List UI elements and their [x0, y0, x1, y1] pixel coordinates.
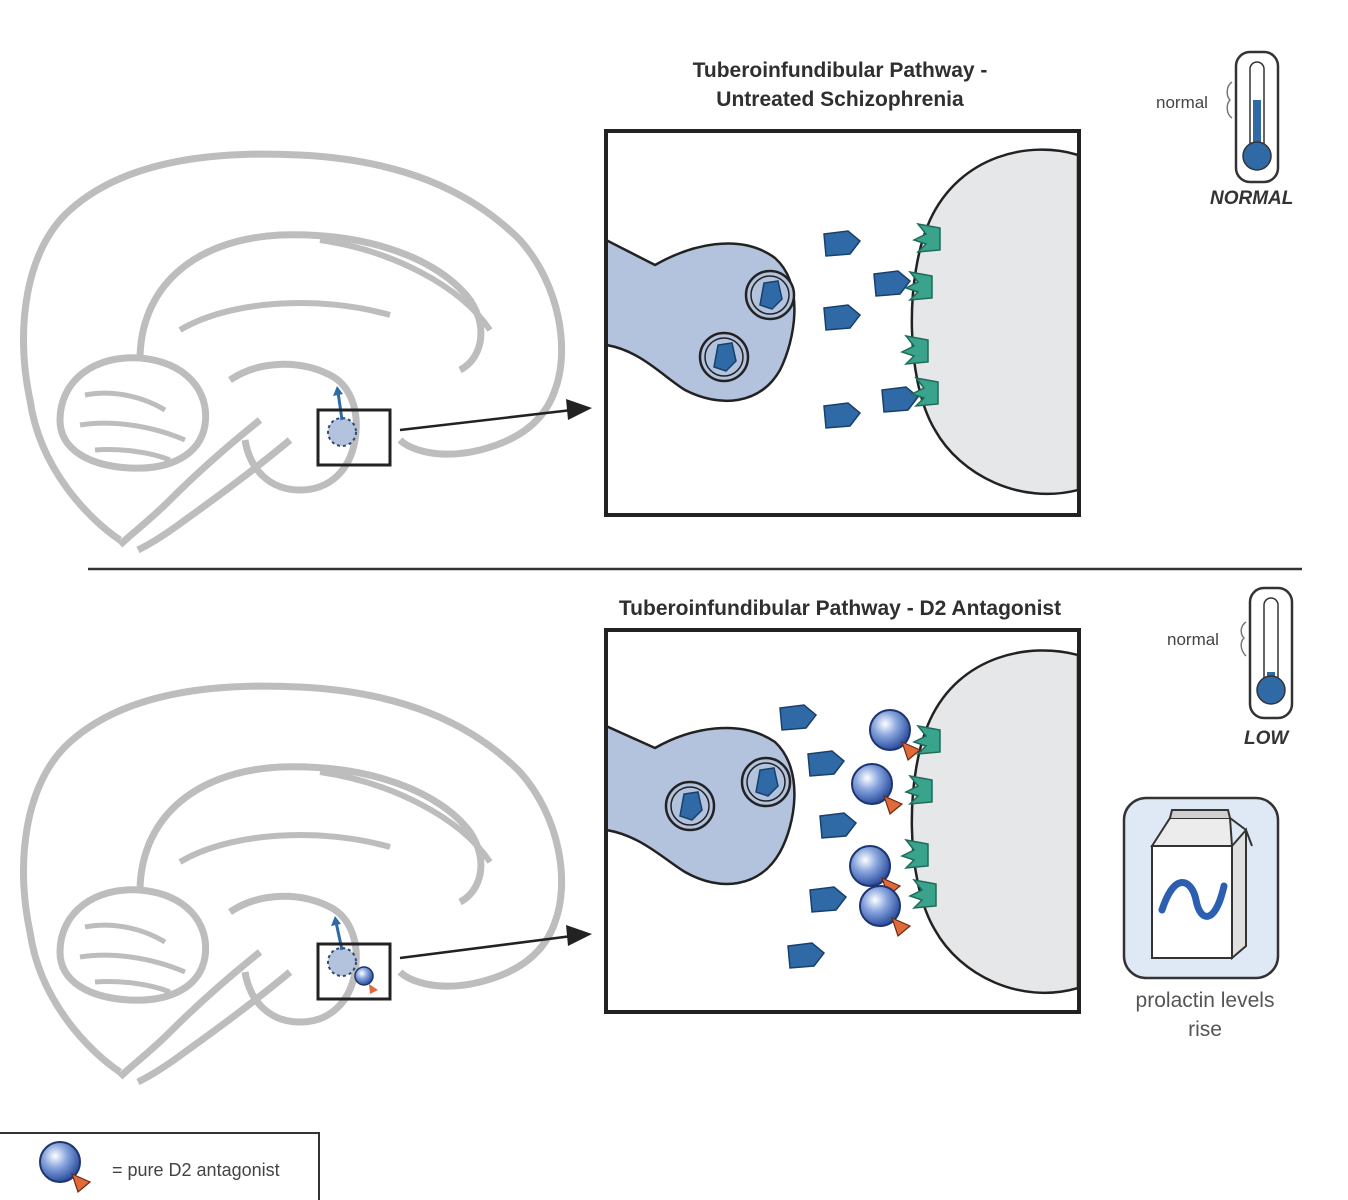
zoom-arrow-top [399, 399, 592, 432]
milk-carton-icon [1122, 796, 1280, 980]
synapse-panel-bottom [604, 628, 1081, 1014]
prolactin-status-bottom: LOW [1244, 728, 1289, 749]
pituitary-inset-box-top [316, 386, 392, 467]
synapse-panel-top [604, 129, 1081, 517]
legend-label: = pure D2 antagonist [112, 1160, 280, 1180]
panel-title-untreated: Tuberoinfundibular Pathway - Untreated S… [692, 59, 988, 111]
prolactin-status-top: NORMAL [1210, 188, 1294, 209]
legend-box [0, 1132, 320, 1200]
postsynaptic-neuron-top [910, 148, 1077, 496]
thermometer-label-bottom: normal [1167, 630, 1219, 649]
thermometer-bottom [1240, 586, 1294, 720]
pituitary-inset-box-bottom [316, 916, 392, 1001]
thermometer-label-top: normal [1156, 93, 1208, 112]
panel-title-d2-antagonist: Tuberoinfundibular Pathway - D2 Antagoni… [618, 597, 1062, 620]
brain-sagittal-bottom [23, 686, 561, 1082]
thermometer-top [1226, 50, 1280, 184]
prolactin-levels-caption: prolactin levels rise [1135, 989, 1275, 1041]
brain-sagittal-top [23, 154, 561, 550]
zoom-arrow-bottom [399, 925, 592, 960]
postsynaptic-neuron-bottom [910, 649, 1077, 995]
